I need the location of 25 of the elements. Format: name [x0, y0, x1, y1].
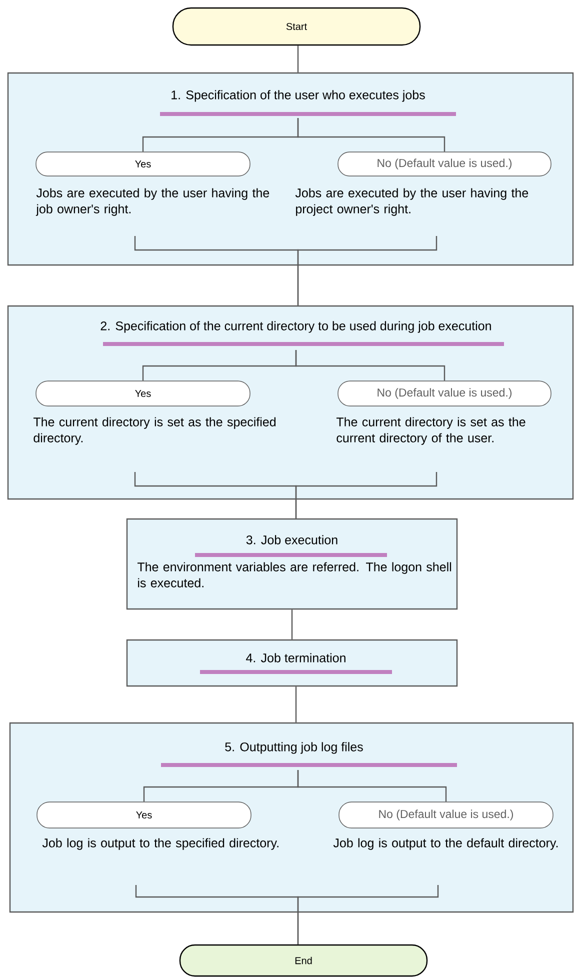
option-description: Job log is output to the specified directory. [42, 838, 278, 850]
option-description: Job log is output to the default directory. [333, 838, 558, 850]
connector-line [297, 885, 439, 944]
terminal-box: End [179, 944, 428, 977]
connector-line [295, 350, 446, 381]
option-description: Jobs are executed by the user having the project owner's right. [295, 188, 528, 216]
option-pill: Yes [36, 802, 252, 828]
connector-line [297, 46, 299, 72]
connector-line [297, 118, 446, 152]
option-pill: Yes [36, 152, 250, 176]
option-description: The current directory is set as the specified directory. [33, 417, 276, 445]
connector-line [295, 472, 438, 518]
option-pill: No (Default value is used.) [338, 802, 554, 828]
option-description: Jobs are executed by the user having the job owner's right. [36, 188, 270, 216]
connector-line [291, 610, 293, 640]
step-box: 3. Job execution The environment variables are referred. The logon shell is executed. [126, 518, 458, 610]
terminal-box: Start [172, 7, 421, 46]
step-box: 4. Job termination [126, 639, 458, 687]
option-description: The current directory is set as the current directory of the user. [336, 417, 526, 445]
option-pill: No (Default value is used.) [338, 152, 552, 176]
connector-line [297, 770, 447, 802]
connector-line [297, 236, 438, 306]
option-pill: Yes [36, 380, 250, 406]
connector-line [295, 686, 297, 722]
option-pill: No (Default value is used.) [338, 380, 552, 406]
